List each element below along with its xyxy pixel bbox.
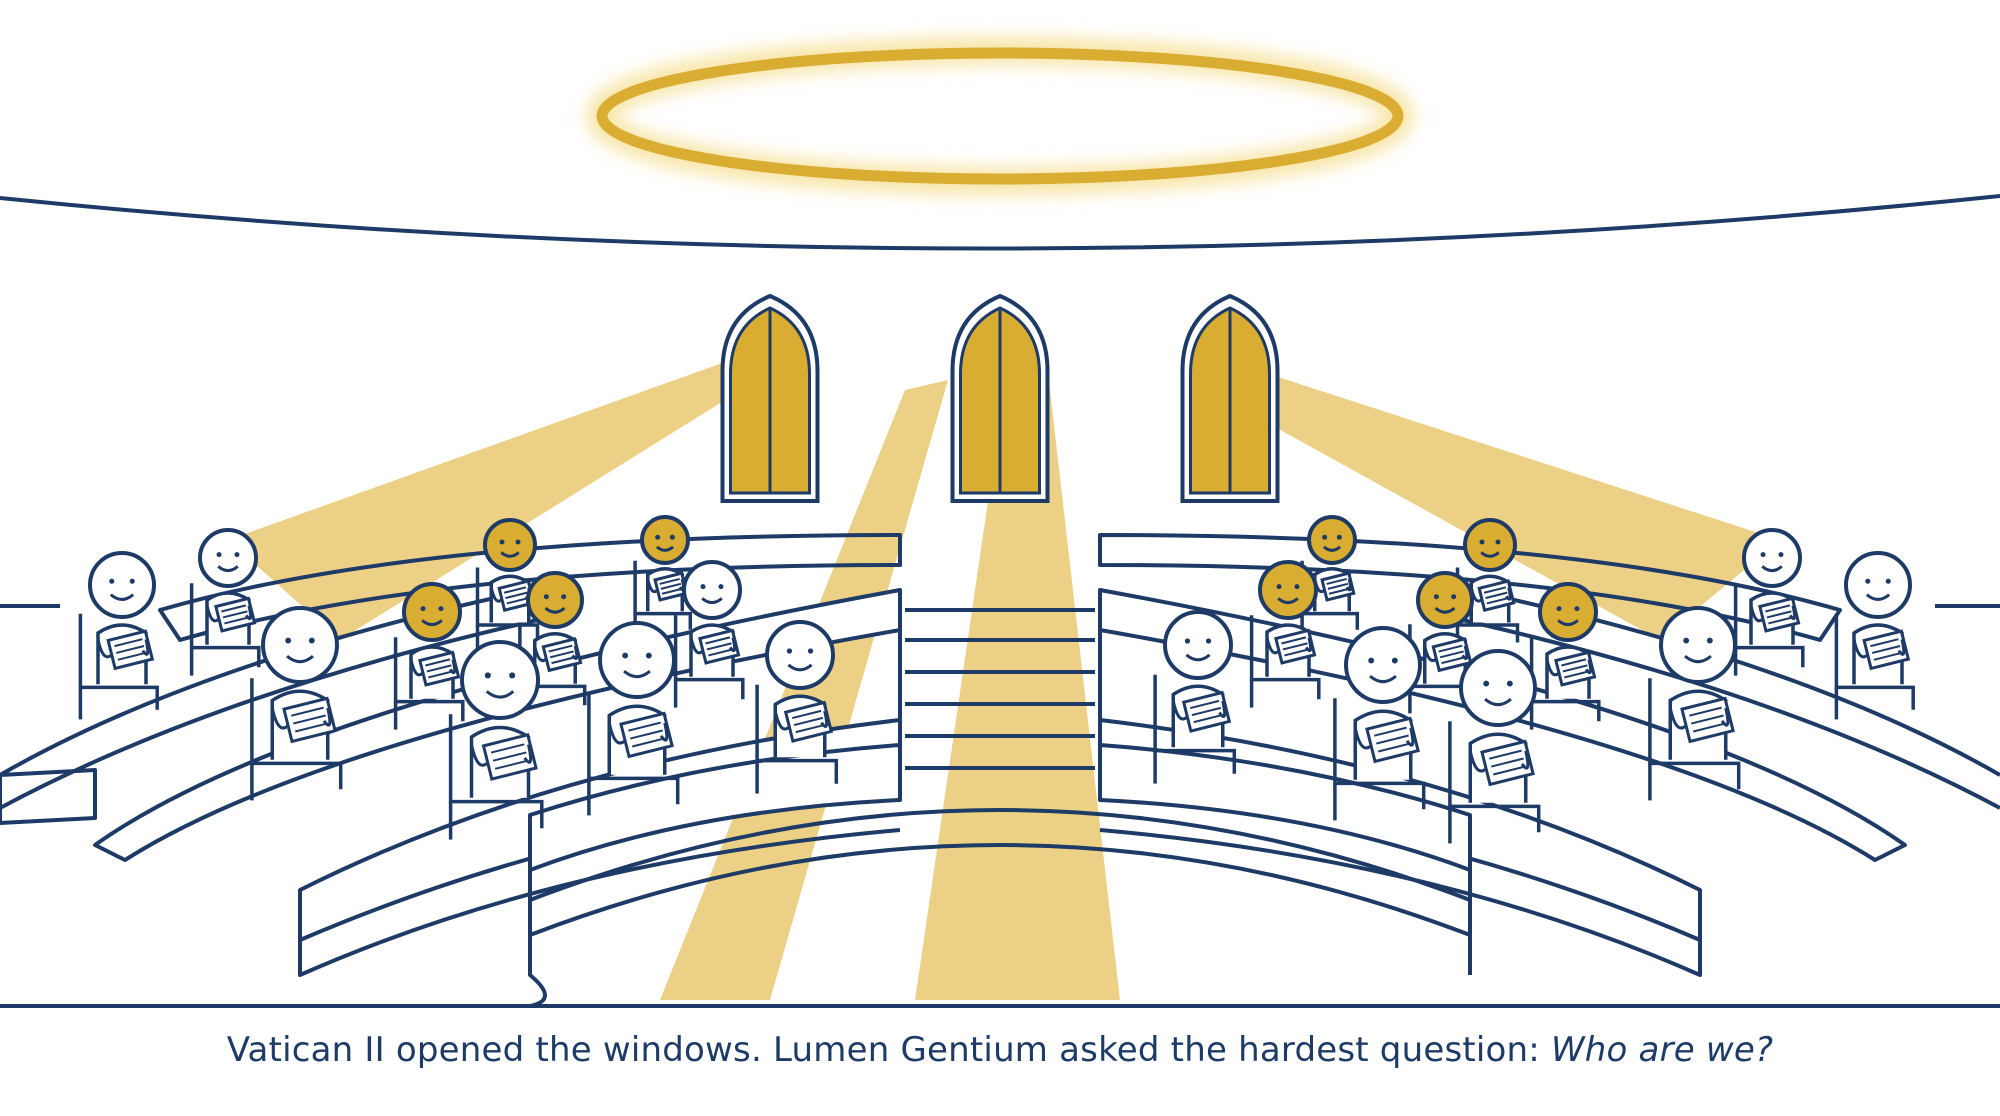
chair-icon bbox=[448, 714, 544, 840]
caption-text: Vatican II opened the windows. Lumen Gen… bbox=[226, 1030, 1540, 1070]
figure-icon bbox=[448, 640, 544, 840]
arena-floor bbox=[529, 808, 1471, 902]
figure-icon bbox=[1153, 610, 1237, 784]
caption: Vatican II opened the windows. Lumen Gen… bbox=[0, 1030, 2000, 1070]
horizon-lines bbox=[0, 604, 2000, 1008]
chair-icon bbox=[1834, 613, 1915, 720]
chair-icon bbox=[189, 583, 261, 676]
arched-window-icon bbox=[1180, 293, 1280, 503]
chair-icon bbox=[1648, 678, 1741, 801]
chair-icon bbox=[1333, 698, 1426, 821]
figure-icon bbox=[587, 621, 680, 816]
figure-icon bbox=[1648, 606, 1741, 801]
document-icon bbox=[1862, 629, 1911, 671]
chair-icon bbox=[755, 684, 839, 794]
arched-window-icon bbox=[950, 293, 1050, 503]
figure-icon bbox=[1249, 560, 1321, 708]
document-icon bbox=[1181, 690, 1232, 733]
desk-right-back bbox=[1098, 533, 1842, 642]
document-icon bbox=[481, 733, 538, 781]
figure-icon bbox=[475, 518, 540, 650]
chair-icon bbox=[393, 637, 465, 730]
figure-icon bbox=[1834, 551, 1915, 720]
document-icon bbox=[541, 637, 583, 673]
chair-icon bbox=[475, 567, 540, 650]
document-icon bbox=[783, 700, 834, 743]
chair-icon bbox=[250, 678, 343, 801]
document-icon bbox=[1274, 628, 1317, 665]
chair-icon bbox=[587, 693, 680, 816]
figure-icon bbox=[78, 551, 159, 720]
windows bbox=[720, 293, 1280, 503]
arched-window-icon bbox=[720, 293, 820, 503]
halo-icon bbox=[587, 38, 1413, 194]
figure-icon bbox=[755, 620, 839, 794]
document-icon bbox=[418, 650, 461, 687]
document-icon bbox=[1320, 571, 1356, 602]
caption-emphasis: Who are we? bbox=[1550, 1030, 1774, 1070]
figure-icon bbox=[1333, 626, 1426, 821]
chair-icon bbox=[1249, 615, 1321, 708]
dome-rim bbox=[0, 194, 2000, 251]
chair-icon bbox=[78, 613, 159, 720]
document-icon bbox=[1554, 650, 1597, 687]
document-icon bbox=[214, 596, 257, 633]
figure-icon bbox=[189, 528, 261, 676]
chair-icon bbox=[1153, 674, 1237, 784]
document-icon bbox=[1365, 716, 1420, 764]
figure-icon bbox=[673, 560, 745, 708]
figure-icon bbox=[1408, 571, 1477, 714]
document-icon bbox=[619, 711, 674, 759]
document-icon bbox=[1480, 739, 1535, 787]
chair-icon bbox=[1448, 721, 1541, 844]
document-icon bbox=[282, 696, 337, 744]
figure-icon bbox=[1455, 518, 1520, 650]
figure-icon bbox=[1448, 649, 1541, 844]
tier-left-outer bbox=[0, 768, 97, 825]
council-fathers bbox=[78, 515, 1915, 844]
document-icon bbox=[1758, 596, 1801, 633]
document-icon bbox=[698, 628, 741, 665]
document-icon bbox=[497, 579, 536, 612]
figure-icon bbox=[250, 606, 343, 801]
figure-icon bbox=[393, 582, 465, 730]
figure-icon bbox=[1733, 528, 1805, 676]
desk-left-back bbox=[158, 533, 902, 642]
figure-icon bbox=[633, 515, 693, 637]
document-icon bbox=[106, 629, 155, 671]
document-icon bbox=[1680, 696, 1735, 744]
chair-icon bbox=[673, 615, 745, 708]
